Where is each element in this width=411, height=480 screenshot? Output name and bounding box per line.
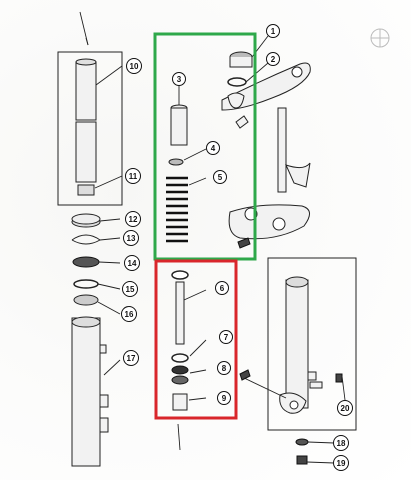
svg-text:18: 18 bbox=[337, 439, 346, 448]
callout-16: 16 bbox=[121, 306, 137, 322]
svg-text:5: 5 bbox=[218, 173, 223, 182]
callout-2: 2 bbox=[266, 52, 280, 66]
inner-tube-group bbox=[57, 51, 123, 206]
callout-19: 19 bbox=[333, 455, 349, 471]
arrow-mark-bottom bbox=[177, 423, 181, 451]
svg-text:13: 13 bbox=[127, 234, 136, 243]
callout-12: 12 bbox=[125, 211, 141, 227]
spring-assembly bbox=[166, 86, 207, 243]
arrow-mark-top bbox=[79, 11, 89, 46]
callout-5: 5 bbox=[213, 170, 227, 184]
svg-text:19: 19 bbox=[337, 459, 346, 468]
callout-18: 18 bbox=[333, 435, 349, 451]
callout-1: 1 bbox=[266, 24, 280, 38]
svg-text:4: 4 bbox=[211, 144, 216, 153]
svg-text:12: 12 bbox=[129, 215, 138, 224]
left-slider bbox=[71, 316, 121, 467]
callout-8: 8 bbox=[217, 361, 231, 375]
callout-3: 3 bbox=[172, 72, 186, 86]
svg-text:10: 10 bbox=[130, 62, 139, 71]
svg-text:6: 6 bbox=[220, 284, 225, 293]
callout-9: 9 bbox=[217, 391, 231, 405]
svg-text:14: 14 bbox=[128, 259, 137, 268]
svg-text:8: 8 bbox=[222, 364, 227, 373]
callout-13: 13 bbox=[123, 230, 139, 246]
svg-text:15: 15 bbox=[126, 285, 135, 294]
svg-text:3: 3 bbox=[177, 75, 182, 84]
circled-plus-icon bbox=[370, 28, 390, 48]
svg-text:20: 20 bbox=[341, 404, 350, 413]
right-slider-group bbox=[239, 257, 357, 431]
green-highlight-box bbox=[153, 32, 257, 261]
svg-text:7: 7 bbox=[224, 333, 229, 342]
red-highlight-box bbox=[154, 259, 238, 420]
seal-stack bbox=[71, 213, 121, 315]
callout-7: 7 bbox=[219, 330, 233, 344]
callout-15: 15 bbox=[122, 281, 138, 297]
callout-17: 17 bbox=[123, 350, 139, 366]
callout-14: 14 bbox=[124, 255, 140, 271]
callout-6: 6 bbox=[215, 281, 229, 295]
svg-text:1: 1 bbox=[271, 27, 276, 36]
triple-clamp bbox=[221, 35, 311, 249]
svg-text:2: 2 bbox=[271, 55, 276, 64]
drain-bolt-group bbox=[295, 438, 335, 465]
svg-text:11: 11 bbox=[129, 172, 138, 181]
svg-text:16: 16 bbox=[125, 310, 134, 319]
callout-10: 10 bbox=[126, 58, 142, 74]
svg-text:17: 17 bbox=[127, 354, 136, 363]
damper-rod-assembly bbox=[171, 270, 207, 411]
callout-4: 4 bbox=[206, 141, 220, 155]
callout-11: 11 bbox=[125, 168, 141, 184]
callout-20: 20 bbox=[337, 400, 353, 416]
svg-text:9: 9 bbox=[222, 394, 227, 403]
